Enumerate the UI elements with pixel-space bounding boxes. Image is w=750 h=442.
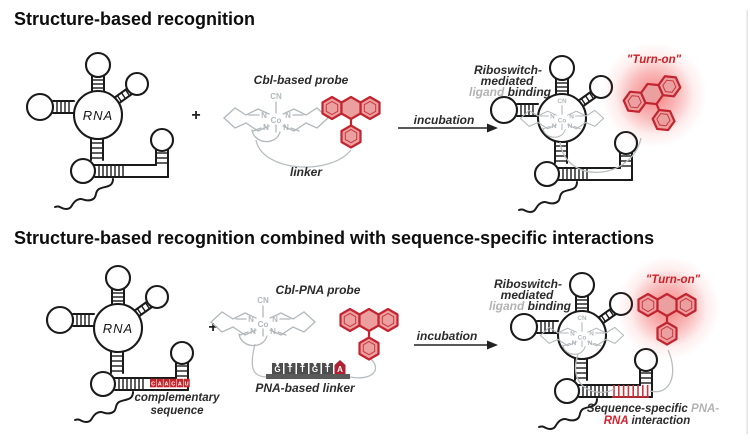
svg-text:Riboswitch-: Riboswitch- <box>474 63 542 77</box>
svg-text:C: C <box>151 381 155 387</box>
svg-text:A: A <box>178 381 182 387</box>
incubation-label: incubation <box>417 329 478 343</box>
section2-title: Structure-based recognition combined wit… <box>14 228 655 248</box>
pna-rna-duplex-red-rungs <box>612 385 649 398</box>
svg-text:RNA interaction: RNA interaction <box>604 415 690 427</box>
probe-label: Cbl-based probe <box>254 73 349 87</box>
complementary-sequence-blocks: C A A C A U <box>150 378 190 387</box>
sequence-specific-interaction-label: Sequence-specific PNA- RNA interaction <box>587 403 719 427</box>
svg-text:G: G <box>312 365 318 374</box>
svg-text:mediated: mediated <box>501 288 554 302</box>
turn-on-label: "Turn-on" <box>646 274 701 286</box>
section1-probe: Cbl-based probe linker <box>223 73 381 179</box>
product-linker-curve-down <box>575 353 615 393</box>
complementary-sequence-label: complementary sequence <box>134 392 220 417</box>
turn-on-label: "Turn-on" <box>627 54 682 66</box>
svg-text:U: U <box>185 381 189 387</box>
svg-text:ligand binding: ligand binding <box>489 299 572 313</box>
anthracene-fluorophore-icon <box>321 95 381 149</box>
pna-linker-blocks: G T T G T A <box>266 360 350 379</box>
product-linker-curve <box>559 137 642 173</box>
svg-text:G: G <box>274 365 280 374</box>
plus-sign: + <box>208 319 217 336</box>
cobalamin-icon <box>210 295 316 347</box>
linker-curve <box>255 139 352 168</box>
svg-text:ligand binding: ligand binding <box>469 85 552 99</box>
arrowhead-icon <box>487 123 498 133</box>
cobalamin-icon <box>223 91 329 143</box>
svg-text:mediated: mediated <box>481 74 534 88</box>
svg-text:sequence: sequence <box>150 405 204 417</box>
rna-label: RNA <box>103 321 133 336</box>
plus-sign: + <box>191 107 200 124</box>
anthracene-fluorophore-icon <box>339 307 399 361</box>
linker-curve-right <box>349 358 377 379</box>
svg-text:A: A <box>158 381 162 387</box>
section2-probe: Cbl-PNA probe G T T G T A PNA-based link… <box>210 283 399 395</box>
probe-label: Cbl-PNA probe <box>276 283 361 297</box>
svg-text:A: A <box>337 365 343 374</box>
section1-reactant-rna: RNA <box>25 51 175 211</box>
linker-label: linker <box>290 165 323 179</box>
riboswitch-binding-label: Riboswitch- mediated ligand binding <box>469 63 552 99</box>
section2-reaction-arrow: incubation <box>414 329 498 350</box>
riboswitch-binding-label: Riboswitch- mediated ligand binding <box>489 277 572 313</box>
pna-linker-label: PNA-based linker <box>255 381 356 395</box>
svg-text:T: T <box>300 365 305 374</box>
pna-backbone-bar <box>266 374 350 379</box>
svg-text:Sequence-specific PNA-: Sequence-specific PNA- <box>587 403 719 415</box>
section1-title: Structure-based recognition <box>14 9 256 29</box>
svg-text:T: T <box>288 365 293 374</box>
arrowhead-icon <box>487 340 498 350</box>
svg-text:complementary: complementary <box>134 392 220 404</box>
linker-curve-left <box>251 343 269 378</box>
svg-text:Riboswitch-: Riboswitch- <box>494 277 562 291</box>
svg-text:T: T <box>325 365 330 374</box>
section2-reactant-rna: RNA C A A C A U <box>45 264 195 424</box>
section2-product-rna <box>509 271 659 431</box>
svg-text:C: C <box>171 381 175 387</box>
rna-label: RNA <box>83 108 113 123</box>
svg-text:A: A <box>165 381 169 387</box>
incubation-label: incubation <box>414 113 475 127</box>
section1-reaction-arrow: incubation <box>398 113 498 133</box>
right-edge-divider <box>746 10 748 434</box>
